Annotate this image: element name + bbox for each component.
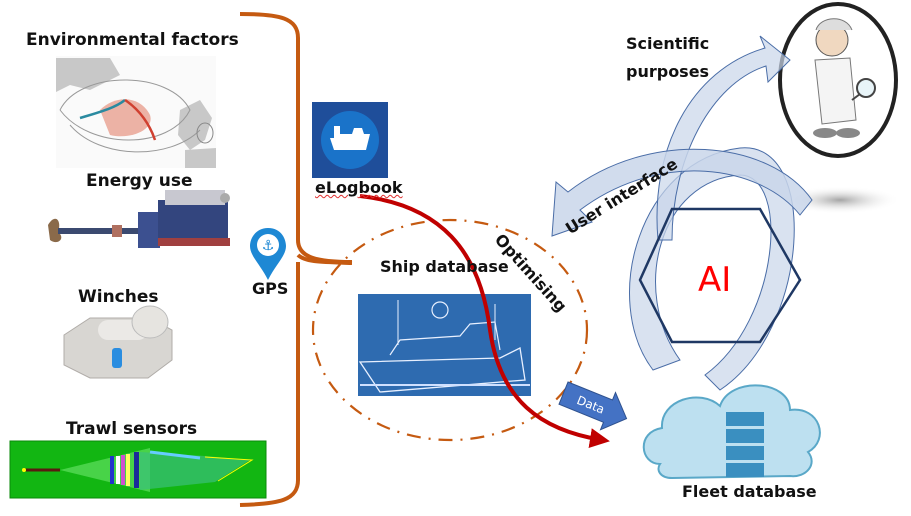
trawl-sensors-image — [9, 440, 267, 499]
ship-database-boundary — [311, 218, 589, 442]
ai-hexagon — [638, 207, 802, 344]
data-arrow — [558, 381, 628, 431]
winches-label: Winches — [78, 287, 159, 307]
user-interface-arrow — [551, 148, 813, 237]
energy-use-label: Energy use — [86, 171, 193, 191]
elogbook-label[interactable]: eLogbook — [315, 178, 403, 197]
weather-map-image — [56, 56, 216, 168]
purposes-label: purposes — [626, 62, 710, 81]
fleet-database-cloud[interactable] — [642, 384, 821, 480]
fleet-database-label: Fleet database — [682, 482, 817, 501]
ship-database-label: Ship database — [380, 257, 509, 276]
ship-photo — [358, 294, 531, 396]
elogbook-data-flow-arrow — [359, 194, 610, 448]
scientist-image[interactable] — [778, 2, 898, 158]
ai-label: AI — [698, 260, 732, 300]
engine-image — [48, 190, 230, 248]
scientific-label: Scientific — [626, 34, 710, 53]
gps-label: GPS — [252, 279, 289, 298]
svg-text:⚓: ⚓ — [262, 238, 275, 254]
gps-pin-icon: ⚓ — [250, 228, 286, 280]
trawl-sensors-label: Trawl sensors — [66, 419, 198, 439]
environmental-factors-label: Environmental factors — [26, 30, 239, 50]
scientist-shadow — [780, 186, 900, 214]
winch-image — [63, 305, 173, 379]
elogbook-icon[interactable] — [312, 102, 388, 178]
database-stack-icon — [726, 412, 764, 477]
